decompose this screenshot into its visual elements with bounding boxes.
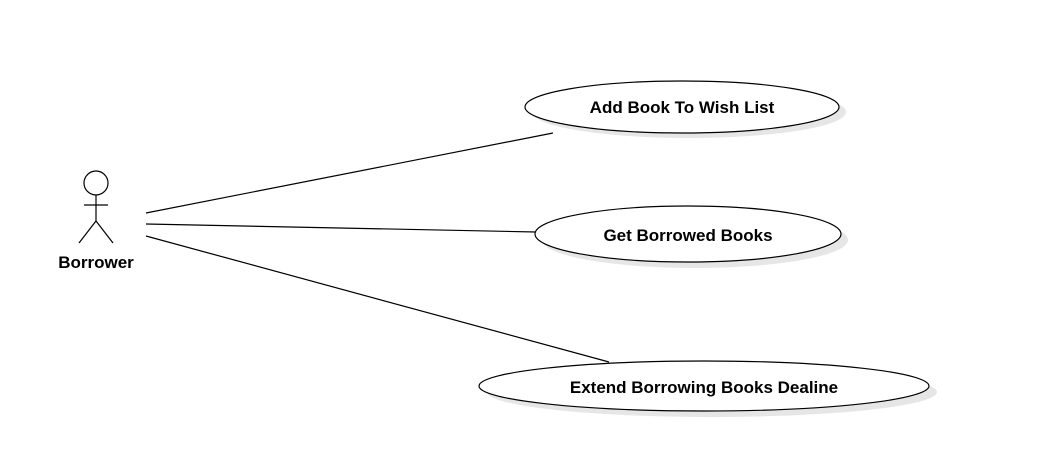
use-case-add-book-to-wish-list[interactable]: Add Book To Wish List [524, 80, 846, 138]
use-case-ellipse [524, 80, 840, 134]
association-wish-list [145, 132, 554, 214]
actor-left-leg [78, 220, 97, 244]
use-case-extend-borrowing-books-dealine[interactable]: Extend Borrowing Books Dealine [478, 360, 937, 417]
use-case-ellipse [478, 360, 930, 412]
use-case-label: Extend Borrowing Books Dealine [570, 378, 838, 397]
use-case-get-borrowed-books[interactable]: Get Borrowed Books [534, 205, 848, 268]
actor-right-leg [95, 220, 114, 244]
association-borrowed-books [145, 223, 537, 233]
actor-borrower[interactable]: Borrower [58, 170, 134, 272]
use-case-ellipse [534, 205, 842, 263]
actor-head-icon [83, 170, 109, 196]
actor-label: Borrower [58, 253, 134, 272]
use-case-label: Get Borrowed Books [603, 226, 772, 245]
associations [145, 132, 610, 363]
association-extend-deadline [145, 235, 610, 363]
use-case-label: Add Book To Wish List [590, 98, 775, 117]
